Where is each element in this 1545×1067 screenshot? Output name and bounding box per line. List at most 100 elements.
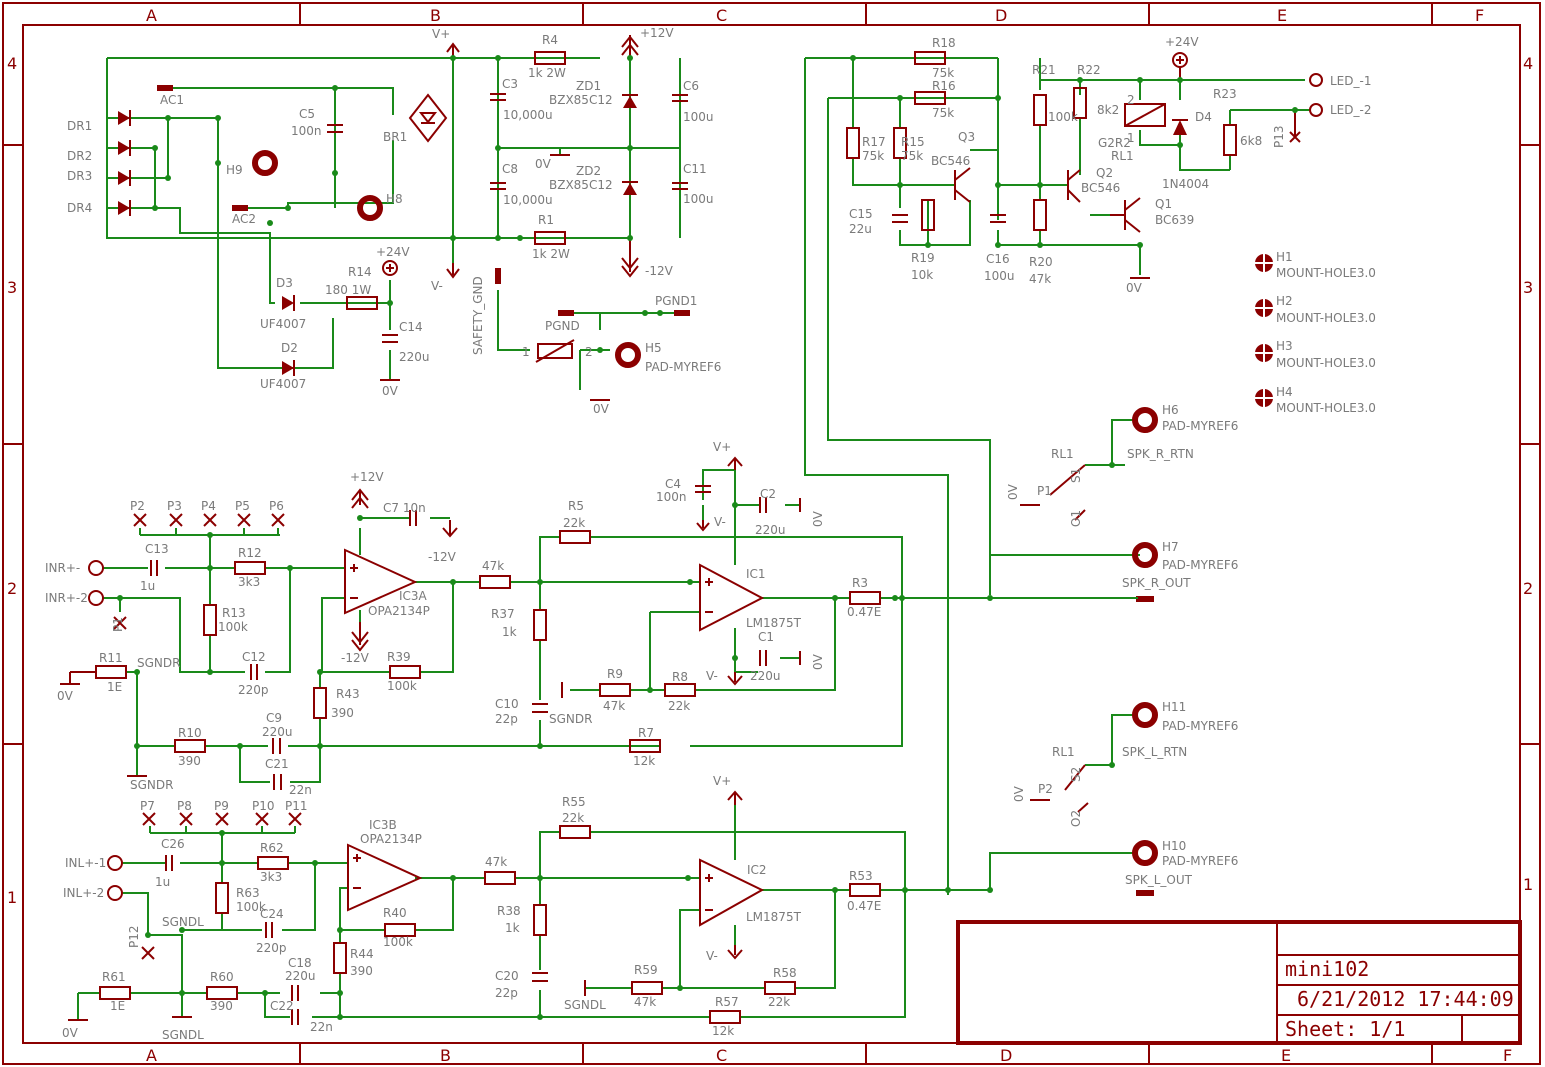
label-c5: C5 <box>299 107 315 121</box>
label-dr3: DR3 <box>67 169 92 183</box>
label-r60: R60 <box>210 970 234 984</box>
label-0v: 0V <box>1126 281 1143 295</box>
label-rl1: RL1 <box>1111 149 1134 163</box>
label-c16: C16 <box>986 252 1010 266</box>
label-zd2-value: BZX85C12 <box>549 178 613 192</box>
label-inr2: INR+-2 <box>45 591 88 605</box>
label-plus12: +12V <box>640 26 674 40</box>
row-label: 3 <box>1523 278 1533 297</box>
label-r14-value: 180 1W <box>325 283 371 297</box>
label-ac1: AC1 <box>160 93 184 107</box>
label-r59: R59 <box>634 963 658 977</box>
label-r14: R14 <box>348 265 372 279</box>
label-plus24: +24V <box>1165 35 1199 49</box>
label-h2: H2 <box>1276 294 1293 308</box>
plus24-icon <box>382 260 398 276</box>
pad-h11-icon <box>1132 702 1158 728</box>
resistor-r10 <box>174 739 206 753</box>
label-rl-pin2: 2 <box>1127 93 1135 107</box>
resistor-r7 <box>629 739 661 753</box>
label-inl1: INL+-1 <box>65 856 106 870</box>
label-safety-gnd: SAFETY_GND <box>471 276 485 355</box>
col-label: F <box>1475 6 1484 25</box>
row-label: 1 <box>7 888 17 907</box>
label-c4: C4 <box>665 477 681 491</box>
amplifier-ic1 <box>699 563 765 632</box>
label-r59-value: 47k <box>634 995 656 1009</box>
label-vminus: V- <box>714 515 726 529</box>
label-r12: R12 <box>238 546 262 560</box>
label-d3-value: UF4007 <box>260 317 306 331</box>
label-p9: P9 <box>214 799 229 813</box>
label-r18: R18 <box>932 36 956 50</box>
label-c18: C18 <box>288 956 312 970</box>
label-r7: R7 <box>638 726 654 740</box>
row-label: 2 <box>1523 579 1533 598</box>
label-d4-value: 1N4004 <box>1162 177 1209 191</box>
label-c15-value: 22u <box>849 222 872 236</box>
resistor-r47k <box>479 575 511 589</box>
sheet-number: Sheet: 1/1 <box>1285 1017 1405 1041</box>
label-ic3b-value: OPA2134P <box>360 832 422 846</box>
label-sgndl: SGNDL <box>564 998 606 1012</box>
row-label: 3 <box>7 278 17 297</box>
diode-icon <box>282 296 294 375</box>
resistor-r44 <box>333 942 347 974</box>
label-0v: 0V <box>382 384 399 398</box>
label-zd1-value: BZX85C12 <box>549 93 613 107</box>
resistor-r8 <box>664 683 696 697</box>
label-d3: D3 <box>276 276 293 290</box>
label-r40-value: 100k <box>383 935 413 949</box>
label-p12: P12 <box>127 925 141 948</box>
mount-hole-icon <box>1255 344 1273 362</box>
label-c6: C6 <box>683 79 699 93</box>
resistor-r62 <box>257 856 289 870</box>
label-r61: R61 <box>102 970 126 984</box>
resistor-r17 <box>846 127 860 159</box>
label-r4: R4 <box>542 33 558 47</box>
label-c4-value: 100n <box>656 490 687 504</box>
label-c14: C14 <box>399 320 423 334</box>
label-ic2: IC2 <box>747 863 767 877</box>
label-h6: H6 <box>1162 403 1179 417</box>
label-r57: R57 <box>715 995 739 1009</box>
input-pad-icon <box>107 855 123 871</box>
label-c12: C12 <box>242 650 266 664</box>
resistor-r21 <box>1033 94 1047 126</box>
pad-h10-icon <box>1132 840 1158 866</box>
resistor-r63 <box>215 882 229 914</box>
label-c6-value: 100u <box>683 110 714 124</box>
label-0v: 0V <box>535 157 552 171</box>
label-h3-value: MOUNT-HOLE3.0 <box>1276 356 1376 370</box>
label-r43: R43 <box>336 687 360 701</box>
label-c24-value: 220p <box>256 941 287 955</box>
label-h7: H7 <box>1162 540 1179 554</box>
vminus-arrow-icon <box>727 672 743 686</box>
title-block: mini102 6/21/2012 17:44:09 Sheet: 1/1 <box>956 920 1522 1045</box>
resistor-r11 <box>95 665 127 679</box>
col-label: C <box>716 1046 727 1065</box>
col-label: D <box>995 6 1007 25</box>
label-pin1: 1 <box>522 345 530 359</box>
label-c9: C9 <box>266 711 282 725</box>
drawing-name: mini102 <box>1285 957 1369 981</box>
label-p13: P13 <box>1272 125 1286 148</box>
label-r7-value: 12k <box>633 754 655 768</box>
transistor-q3-icon <box>954 167 971 203</box>
vminus-arrow-icon <box>446 263 460 279</box>
opamp-ic3a <box>344 548 418 615</box>
label-spk-l-out: SPK_L_OUT <box>1125 873 1193 887</box>
input-pad-icon <box>88 560 104 576</box>
label-zd1: ZD1 <box>576 79 601 93</box>
input-pad-icon <box>88 590 104 606</box>
diode-icon <box>118 111 130 215</box>
transistor-q2-icon <box>1067 169 1081 203</box>
col-label: C <box>716 6 727 25</box>
label-rl-pin1: 1 <box>1127 131 1135 145</box>
label-c22-value: 22n <box>310 1020 333 1034</box>
label-r1: R1 <box>538 213 554 227</box>
label-r21-value: 100k <box>1048 110 1078 124</box>
col-label: F <box>1503 1046 1512 1065</box>
label-pgnd1: PGND1 <box>655 294 697 308</box>
